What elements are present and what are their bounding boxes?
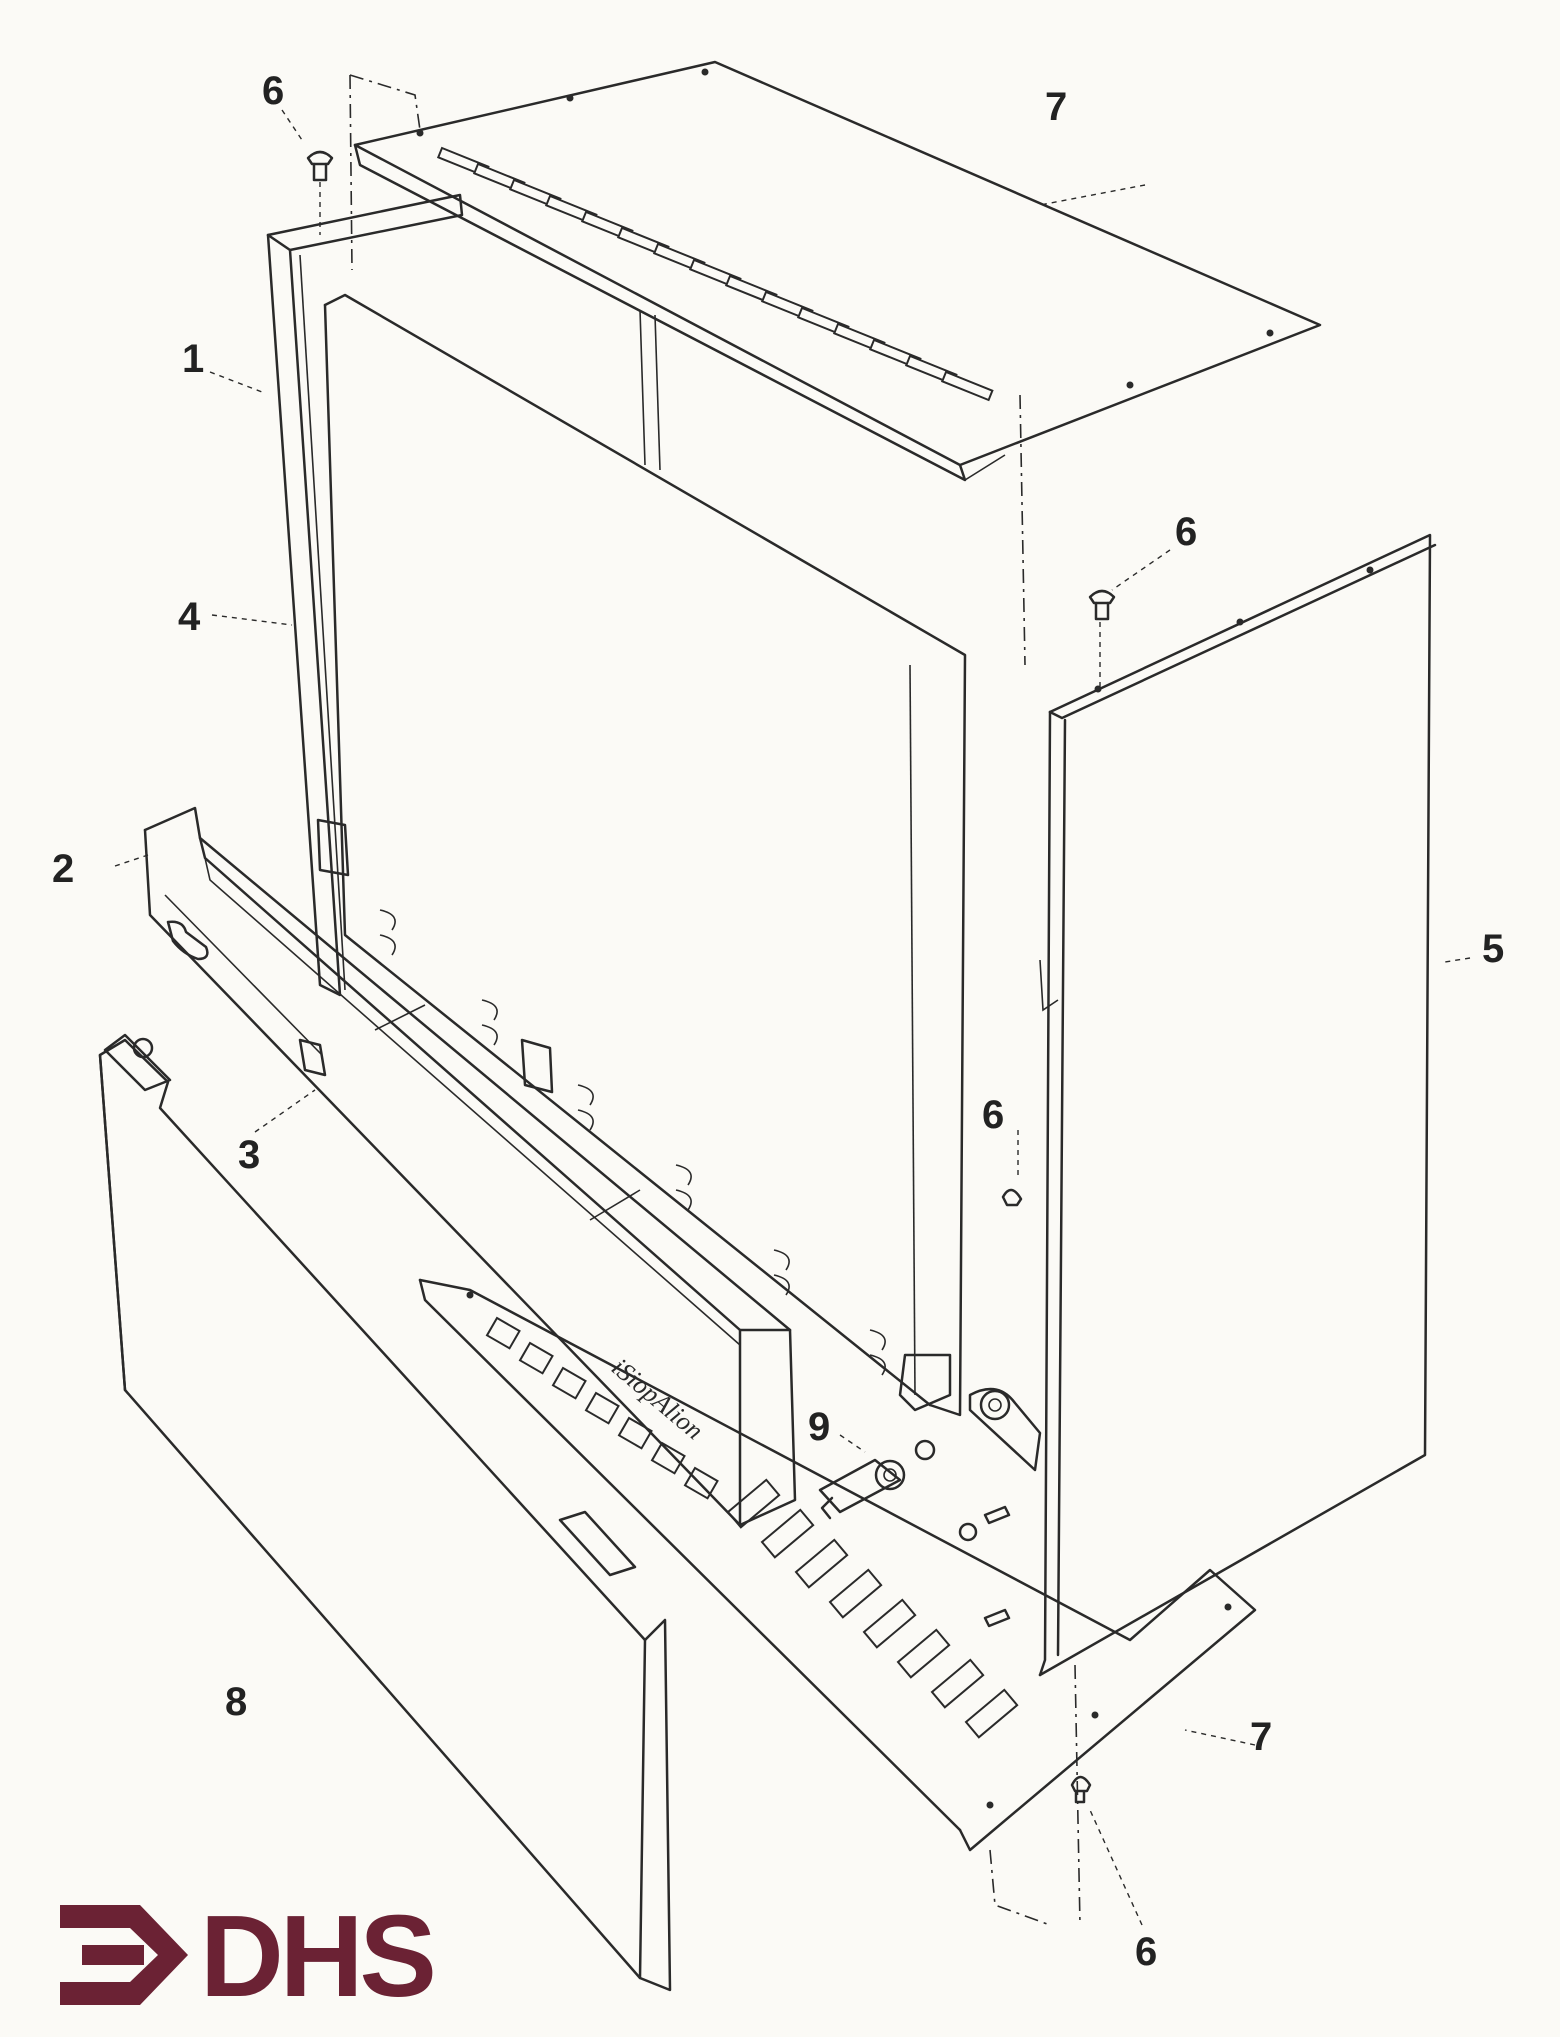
dhs-logo: DHS	[60, 1891, 437, 2021]
bracket	[968, 1387, 1042, 1472]
dhs-logo-bar	[82, 1945, 144, 1965]
side-screw	[1001, 1188, 1023, 1207]
dhs-logo-text: DHS	[200, 1891, 433, 2021]
callout-6-bottom: 6	[1135, 1930, 1157, 1974]
chassis-clips	[379, 909, 886, 1376]
callout-4: 4	[178, 595, 201, 639]
leader-lines	[114, 109, 1471, 1926]
bottom-screw	[1070, 1775, 1092, 1804]
right-side-panel	[1038, 533, 1437, 1677]
callout-labels: 1 2 3 4 5 6 6 6 6 7 7 8 9	[52, 69, 1504, 1974]
callout-5: 5	[1482, 927, 1504, 971]
callout-7-top: 7	[1045, 85, 1067, 129]
right-screw	[1088, 589, 1116, 690]
dhs-logo-arrow-mark	[60, 1905, 188, 2005]
hardware	[306, 150, 1116, 1804]
bottom-cover-vent-slots	[485, 1316, 1019, 1739]
top-cover	[349, 60, 1322, 666]
callout-9: 9	[808, 1405, 830, 1449]
top-cover-vent-slots	[436, 146, 994, 402]
callout-6-right: 6	[1175, 510, 1197, 554]
connector-assembly	[818, 1439, 936, 1520]
top-screw	[306, 150, 334, 235]
callout-1: 1	[182, 337, 204, 381]
main-chassis	[323, 293, 967, 1417]
front-panel	[98, 1033, 672, 1992]
side-frame	[266, 193, 661, 997]
callout-8: 8	[225, 1680, 247, 1724]
standoffs	[958, 1505, 1011, 1628]
callout-6-top: 6	[262, 69, 284, 113]
callout-7-bottom: 7	[1250, 1715, 1272, 1759]
callout-2: 2	[52, 847, 74, 891]
bottom-cover	[418, 1278, 1257, 1926]
callout-3: 3	[238, 1133, 260, 1177]
callout-6-side: 6	[982, 1093, 1004, 1137]
